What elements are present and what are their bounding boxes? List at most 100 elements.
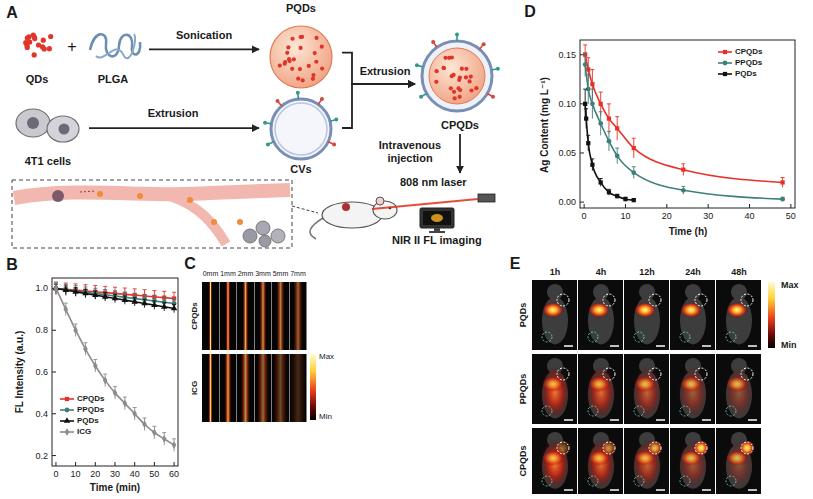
image-tile [578, 428, 623, 494]
vessel-inset [12, 180, 318, 248]
error-bar [103, 374, 107, 375]
data-marker [172, 441, 177, 449]
tumor-circle [557, 442, 569, 454]
connector-group [89, 49, 460, 173]
data-marker [607, 116, 611, 120]
axis-tick [584, 204, 585, 208]
error-bar [74, 287, 78, 288]
cell-node: 4T1 cells [10, 94, 86, 168]
legend-sample [64, 417, 70, 423]
error-bar [113, 290, 117, 291]
data-marker [83, 345, 88, 353]
image-tile [670, 280, 715, 350]
data-marker [141, 300, 147, 306]
colorbar-label: Min [319, 412, 332, 421]
error-bar [123, 397, 127, 398]
fluorescence-glow [680, 376, 702, 392]
quantum-dot [468, 79, 472, 83]
axis-tick-label: 60 [169, 469, 179, 479]
fluorescence-glow [586, 366, 616, 419]
tumor-glow [647, 440, 663, 456]
data-marker [162, 435, 167, 443]
data-marker [615, 194, 619, 198]
error-bar [64, 284, 68, 285]
membrane-protein [328, 142, 333, 144]
data-marker [598, 121, 603, 126]
image-tile [237, 354, 254, 422]
column-label: 24h [685, 267, 701, 277]
error-bar [113, 294, 117, 295]
axis-tick [115, 462, 116, 466]
axis-tick [52, 455, 56, 456]
error-bar [113, 386, 117, 387]
quantum-dot [292, 57, 296, 61]
axis-tick-label: 20 [90, 469, 100, 479]
fluorescence-glow [634, 376, 656, 392]
membrane-protein [276, 99, 280, 103]
column-label: 3mm [255, 270, 271, 278]
quantum-dot [443, 56, 447, 60]
laser-device [372, 194, 495, 209]
legend-sample [723, 61, 728, 66]
node-text: PQDs [286, 2, 316, 15]
fluorescence-glow [540, 366, 570, 419]
image-tile [532, 428, 577, 494]
node-text: 808 nm laser [400, 176, 467, 189]
data-marker [152, 429, 157, 437]
axis-tick-label: 0.10 [558, 99, 576, 109]
axis-tick-label: 30 [110, 469, 120, 479]
membrane-protein [266, 142, 270, 146]
legend-label: ICG [77, 428, 91, 437]
data-marker [123, 399, 128, 407]
axis-tick [134, 462, 135, 466]
step-label: Sonication [174, 29, 234, 42]
axis-tick-label: 0.00 [558, 197, 576, 207]
data-marker [607, 139, 612, 144]
axis-tick [75, 462, 76, 466]
vesicle-node: CVs [262, 96, 340, 176]
fluorescence-line [260, 282, 267, 350]
legend-label: PPQDs [735, 59, 762, 68]
data-marker [132, 410, 137, 418]
membrane-protein [456, 36, 458, 41]
axis-tick-label: 20 [662, 211, 672, 221]
tumor-circle [649, 442, 661, 454]
panel-letter: C [184, 255, 196, 273]
error-bar [162, 297, 166, 298]
scale-bar [702, 489, 711, 491]
scale-bar [610, 489, 619, 491]
error-bar [143, 299, 147, 300]
fluorescence-glow [632, 366, 662, 419]
image-tile [624, 354, 669, 424]
reference-circle [680, 332, 690, 342]
legend-sample [65, 408, 70, 413]
image-tile [220, 282, 237, 350]
quantum-dot [464, 75, 468, 79]
image-tile [290, 354, 307, 422]
image-tile [624, 280, 669, 350]
membrane-protein [279, 102, 282, 106]
data-marker [599, 180, 603, 184]
mouse-silhouette [542, 297, 568, 345]
column-label: 7mm [290, 270, 306, 278]
data-marker [590, 101, 595, 106]
error-bar [74, 323, 78, 324]
tumor-circle [649, 368, 661, 380]
membrane-protein [269, 142, 274, 144]
plot-frame [580, 40, 795, 208]
legend-sample [65, 428, 70, 436]
data-marker [584, 116, 588, 120]
axis-tick-label: 50 [149, 469, 159, 479]
membrane-protein [330, 120, 335, 121]
axis-tick-label: 1.0 [35, 283, 48, 293]
data-marker [607, 190, 611, 194]
process-arrow [89, 127, 259, 129]
axis-tick-label: 0.6 [35, 367, 48, 377]
axis-title: Time (h) [669, 226, 708, 238]
step-label: Extrusion [146, 107, 201, 120]
tumor-cells [16, 109, 50, 137]
data-marker [590, 163, 594, 167]
membrane-protein [491, 95, 495, 99]
reference-circle [588, 406, 598, 416]
membrane-protein [419, 95, 423, 99]
